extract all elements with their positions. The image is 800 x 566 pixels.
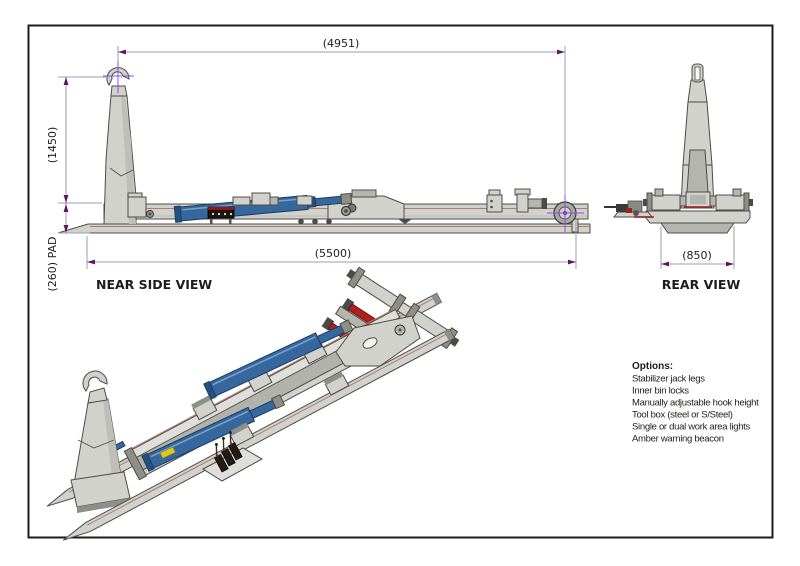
arm-shading [121, 96, 136, 224]
option-item: Amber warning beacon [632, 434, 724, 445]
rail-bracket [232, 196, 251, 206]
tower-panel [686, 149, 709, 193]
pivot-pin-center [344, 209, 348, 213]
iso-hook [82, 370, 108, 392]
iso-bracket [323, 371, 350, 396]
dim-260-pad-label: (260) PAD [46, 237, 59, 292]
rear-view-title: REAR VIEW [662, 277, 741, 292]
under-roller [326, 218, 332, 225]
dimension-850: (850) [660, 226, 735, 269]
arm-bracket [127, 196, 147, 218]
right-roller [715, 188, 753, 213]
warning-sticker [159, 446, 176, 459]
near-side-view-title: NEAR SIDE VIEW [96, 277, 212, 292]
hook-arm [103, 67, 154, 225]
hook-shank [110, 85, 128, 97]
option-item: Inner bin locks [632, 386, 689, 397]
near-side-view-drawing [57, 67, 591, 234]
under-roller [298, 218, 304, 225]
iso-lift-cylinder-lower [141, 394, 286, 472]
rear-components [486, 188, 547, 213]
dim-4951-label: (4951) [323, 37, 360, 50]
iso-hook-arm [70, 370, 131, 513]
dimension-260-pad: (260) PAD [46, 203, 90, 292]
left-roller [643, 188, 681, 213]
isometric-view-drawing [46, 266, 460, 541]
option-item: Tool box (steel or S/Steel) [632, 410, 733, 421]
rail-bracket [251, 192, 271, 206]
rear-valve-assembly [604, 200, 654, 218]
dim-850-label: (850) [682, 249, 712, 262]
rear-foot-tab [571, 218, 579, 233]
rail-bracket [296, 195, 313, 206]
control-valve [207, 206, 235, 224]
roller-centerline [547, 195, 584, 232]
wedge [398, 219, 412, 224]
options-list: Options: Stabilizer jack legs Inner bin … [632, 361, 759, 445]
option-item: Single or dual work area lights [632, 422, 751, 433]
hook-loop-slot [694, 66, 701, 81]
options-title: Options: [632, 361, 673, 372]
dim-1450-label: (1450) [46, 127, 59, 164]
iso-lift-cylinder-upper [203, 319, 354, 400]
option-item: Stabilizer jack legs [632, 374, 705, 385]
tower-neck [687, 79, 708, 103]
rear-view-drawing [604, 63, 753, 234]
under-roller [312, 218, 318, 225]
iso-bracket [228, 422, 255, 447]
sheet-border [27, 24, 774, 539]
subframe-pad [57, 223, 591, 234]
rail-bracket [269, 196, 279, 206]
iso-valve-manifold [202, 430, 264, 482]
hook-centerline [103, 61, 134, 93]
dim-5500-label: (5500) [315, 247, 352, 260]
iso-bracket [191, 395, 218, 421]
option-item: Manually adjustable hook height [632, 398, 759, 409]
dimension-1450: (1450) [46, 76, 106, 204]
hump-block [351, 189, 377, 198]
iso-front-rail [62, 328, 455, 541]
arm-seam [109, 167, 134, 177]
base-plate [645, 210, 751, 224]
dimension-5500: (5500) [86, 221, 577, 269]
base-pad [660, 222, 735, 234]
iso-pivot-plate [335, 315, 421, 367]
